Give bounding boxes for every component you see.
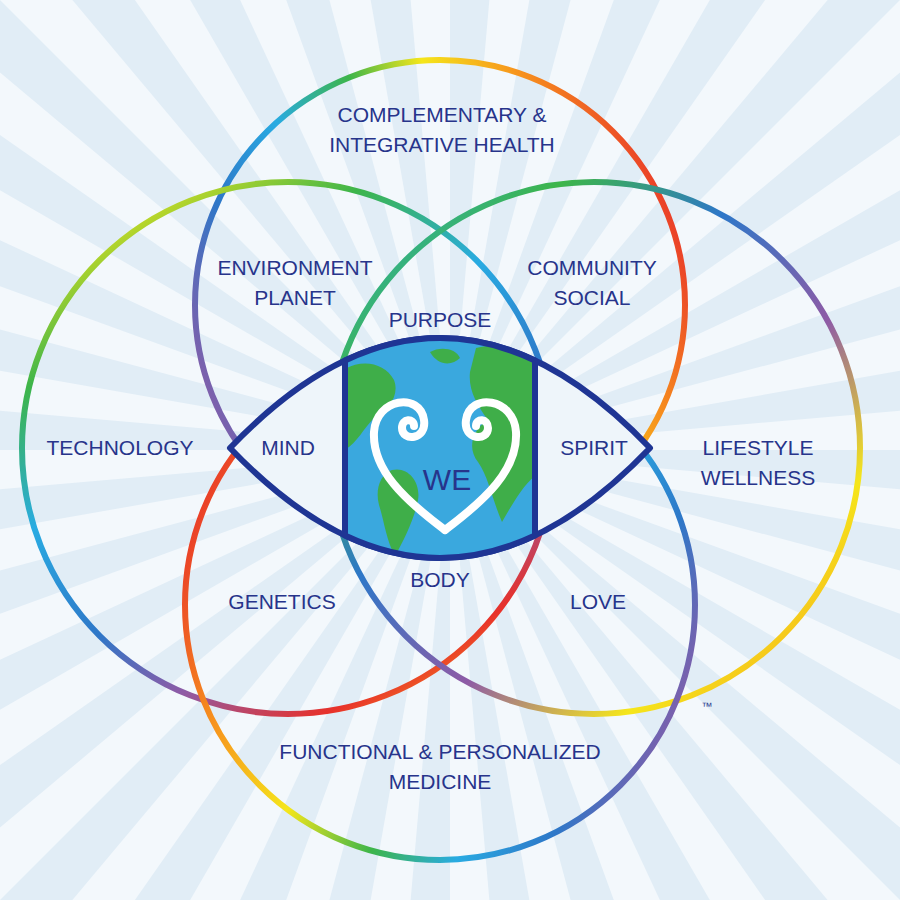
center-label: PURPOSE	[380, 305, 500, 335]
node-label: WE	[407, 462, 487, 498]
trademark-mark: ™	[695, 699, 719, 713]
node-label-slot: COMPLEMENTARY & INTEGRATIVE HEALTH	[297, 100, 587, 160]
globe-heart: WE	[340, 330, 540, 570]
node-label-slot: WE	[407, 462, 487, 498]
center-label: BODY	[395, 565, 485, 595]
center-label-slot: BODY	[395, 565, 485, 595]
node-label: SPIRIT	[544, 433, 644, 463]
center-label-slot: PURPOSE	[380, 305, 500, 335]
node-label: MIND	[243, 433, 333, 463]
node-label-slot: TECHNOLOGY	[30, 433, 210, 463]
node-label-slot: MIND	[243, 433, 333, 463]
node-label: TECHNOLOGY	[30, 433, 210, 463]
node-label-slot: LIFESTYLE WELLNESS	[683, 433, 833, 493]
overlap-label: ENVIRONMENT PLANET	[200, 253, 390, 313]
node-label: COMPLEMENTARY & INTEGRATIVE HEALTH	[297, 100, 587, 160]
overlap-label-slot: ENVIRONMENT PLANET	[200, 253, 390, 313]
overlap-label: GENETICS	[217, 587, 347, 617]
overlap-label-slot: LOVE	[553, 587, 643, 617]
trademark-mark-slot: ™	[695, 699, 719, 713]
overlap-label-slot: COMMUNITY SOCIAL	[507, 253, 677, 313]
overlap-label: LOVE	[553, 587, 643, 617]
globe-outline	[340, 330, 540, 570]
overlap-label: COMMUNITY SOCIAL	[507, 253, 677, 313]
overlap-label-slot: GENETICS	[217, 587, 347, 617]
node-label-slot: SPIRIT	[544, 433, 644, 463]
node-label-slot: FUNCTIONAL & PERSONALIZED MEDICINE	[240, 737, 640, 797]
node-label: FUNCTIONAL & PERSONALIZED MEDICINE	[240, 737, 640, 797]
eye-lens: MIND SPIRIT WE	[222, 328, 658, 568]
node-label: LIFESTYLE WELLNESS	[683, 433, 833, 493]
